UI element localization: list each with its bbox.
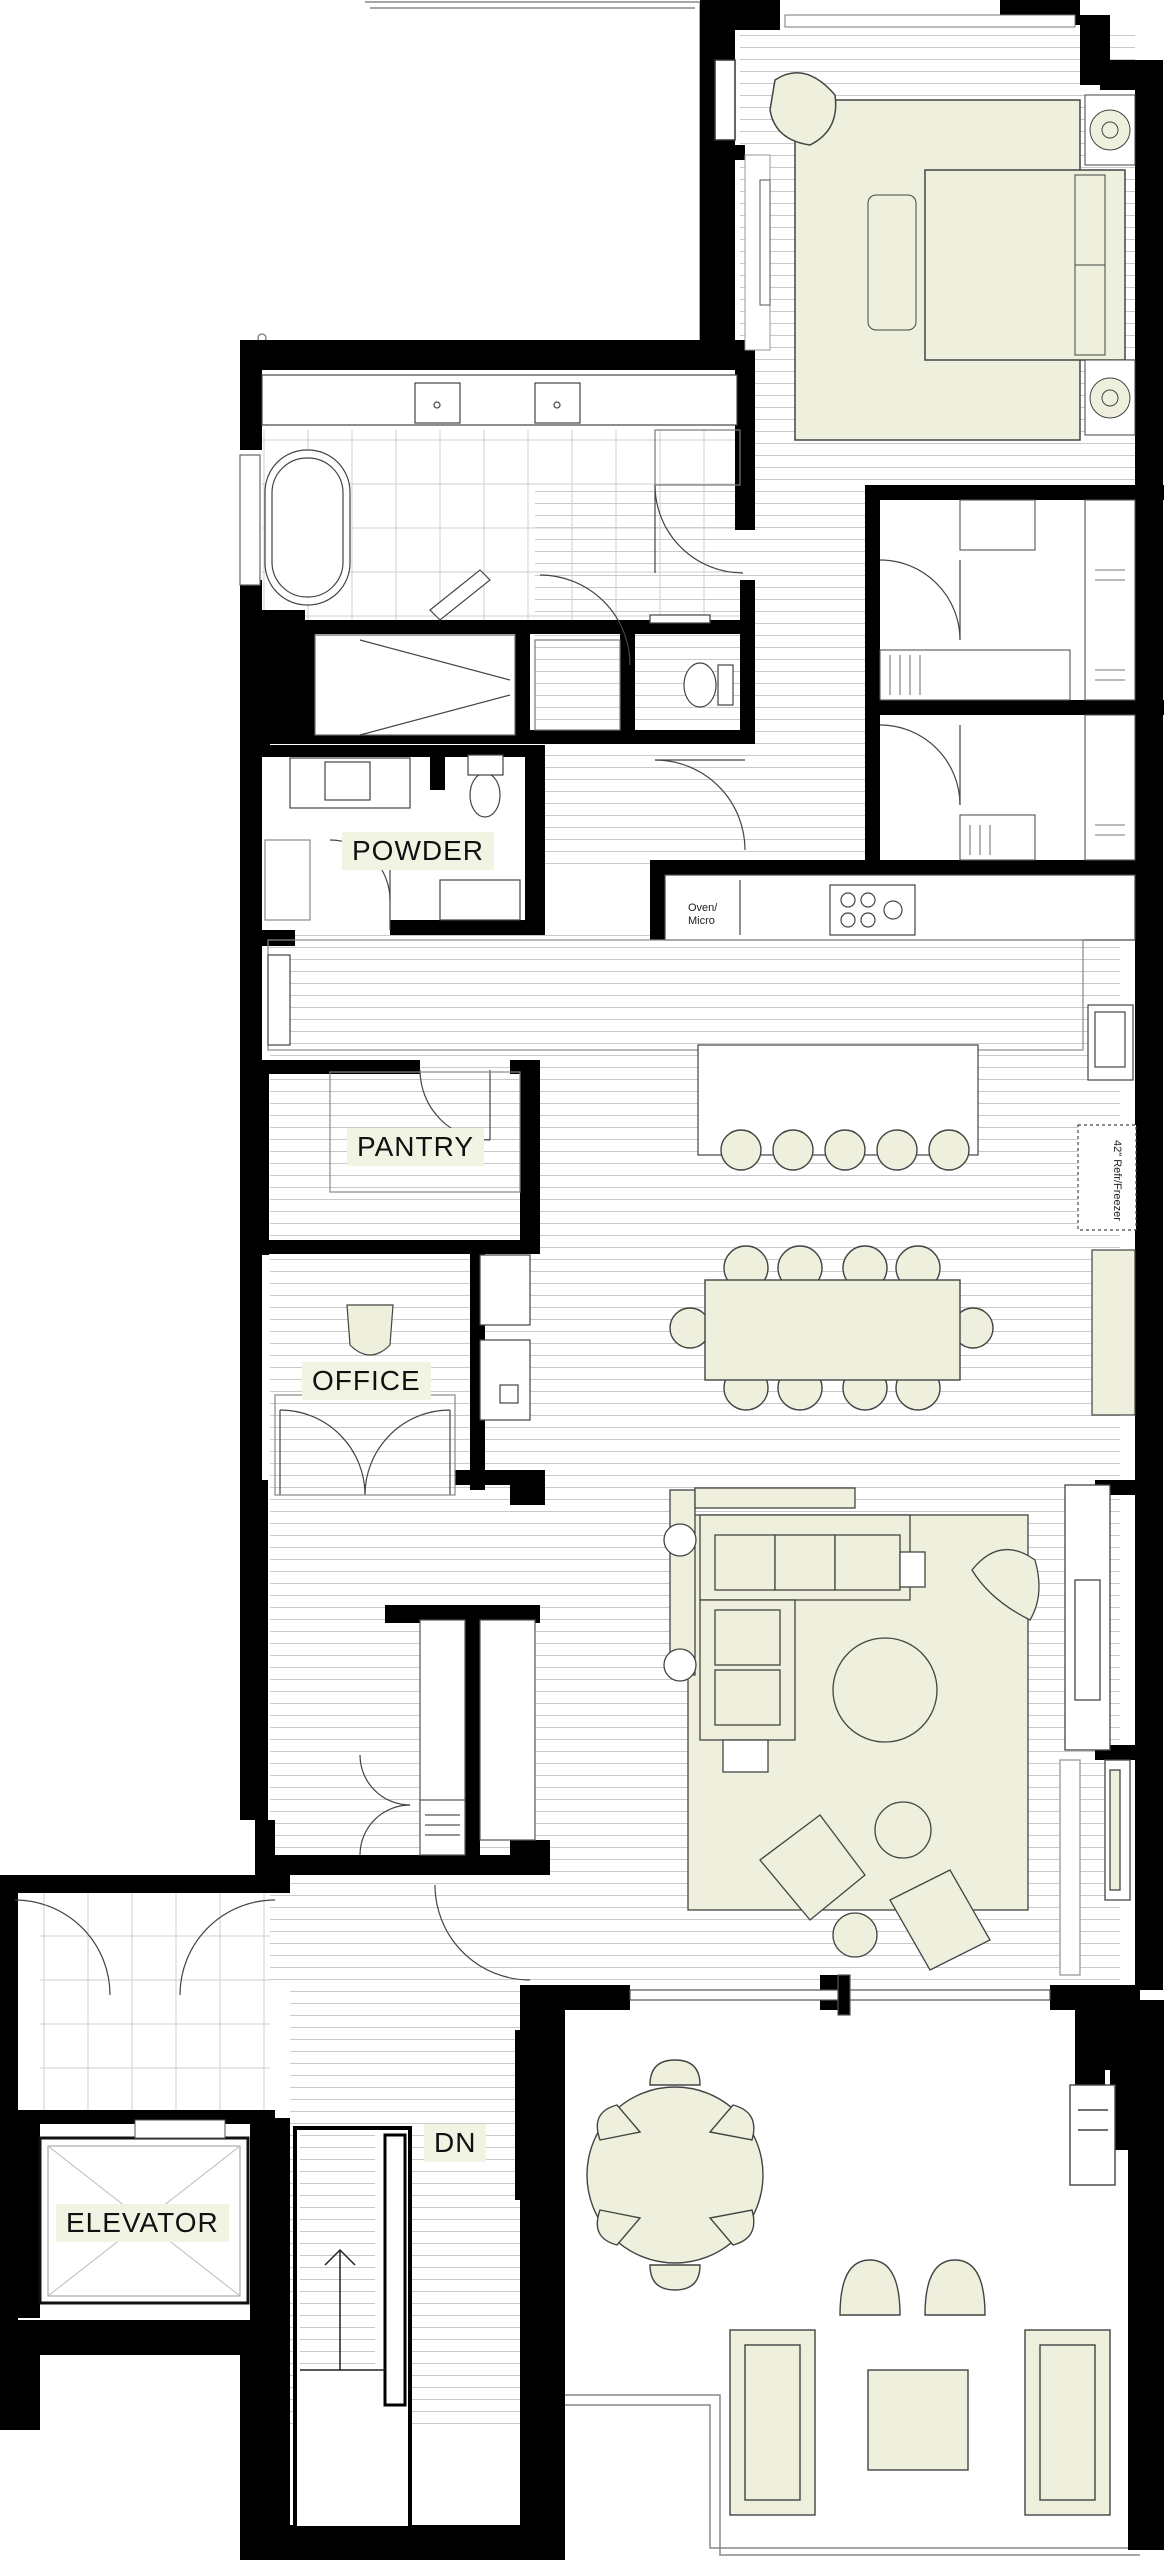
terrace-furniture <box>586 2059 1116 2516</box>
powder-fixtures <box>264 754 521 921</box>
room-label-office: OFFICE <box>302 1362 431 1400</box>
refrigerator-label: 42" Refr/Freezer <box>1111 1140 1123 1221</box>
toilet <box>683 662 717 708</box>
sectional-sofa <box>699 1514 911 1741</box>
closets <box>879 499 1136 861</box>
oven-label-line1: Oven/ <box>688 902 718 914</box>
coffee-table <box>832 1637 938 1743</box>
room-label-stair: DN <box>424 2124 487 2162</box>
room-label-elevator: ELEVATOR <box>56 2204 229 2242</box>
oven-label-line2: Micro <box>688 915 715 927</box>
dining-table <box>704 1279 961 1381</box>
master-bedroom <box>714 14 1136 441</box>
office-furniture <box>274 1254 531 1496</box>
kitchen <box>267 874 1137 1416</box>
window-wall <box>629 1974 1051 2016</box>
room-label-powder: POWDER <box>342 832 494 870</box>
master-bath <box>239 374 741 736</box>
terrace-coffee-table <box>867 2369 969 2471</box>
closet-middle <box>419 1619 536 1856</box>
dining <box>669 1245 994 1411</box>
room-label-pantry: PANTRY <box>347 1128 484 1166</box>
living-room <box>663 1484 1131 1976</box>
refrigerator <box>1077 1124 1137 1231</box>
island-stools <box>720 1129 970 1171</box>
stair <box>293 2126 412 2530</box>
